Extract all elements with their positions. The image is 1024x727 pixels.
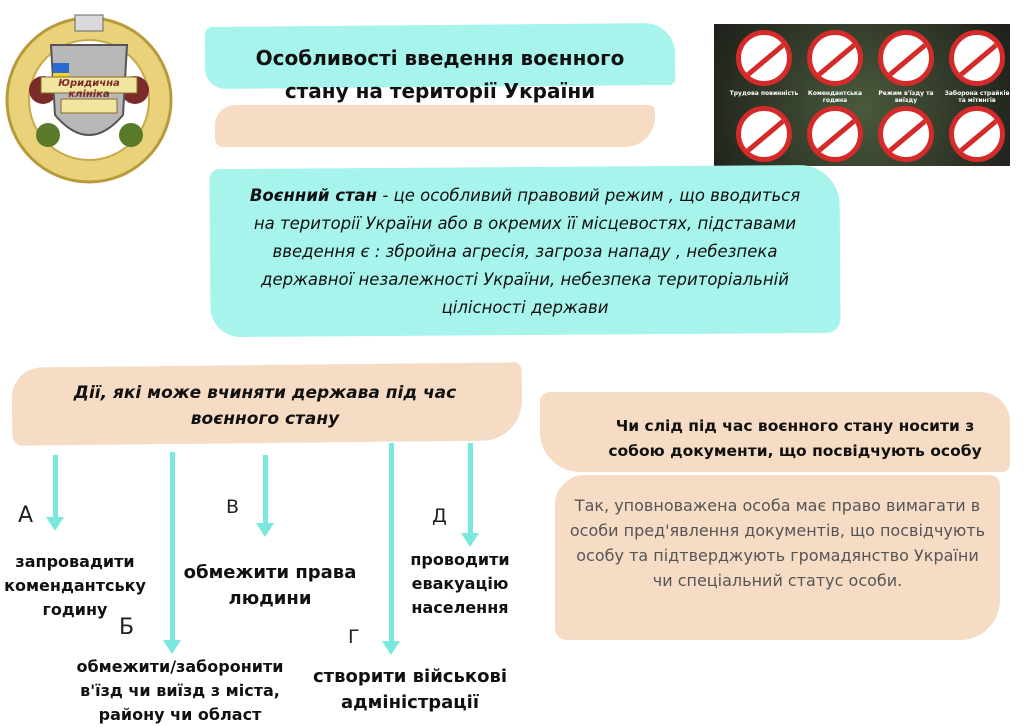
arrow-a [46,455,64,531]
sign-label: Трудова повинність [729,90,799,97]
letter-g: Г [348,626,360,648]
actions-heading: Дії, які може вчиняти держава під час во… [73,383,457,429]
letter-v: В [226,496,240,518]
action-item-a: запровадити комендантську годину [4,552,146,619]
letter-d: Д [432,505,447,527]
phone-icon [807,106,863,162]
action-item-g: створити військові адміністрації [312,666,508,713]
parliament-icon [949,106,1005,162]
sign-label: Комендантська година [807,90,863,104]
question: Чи слід під час воєнного стану носити з … [608,417,982,460]
logo-text: Юридична клініка [58,78,120,100]
definition-term: Воєнний стан [249,186,378,205]
clock-icon [807,30,863,86]
letter-b: Б [119,615,135,640]
sign-label: Режим в'їзду та виїзду [878,90,934,104]
answer: Так, уповноважена особа має право вимага… [569,496,986,590]
martial-law-restrictions-image: Трудова повинність Комендантська година … [714,24,1010,166]
action-item-b: обмежити/заборонити в'їзд чи виїзд з міс… [76,657,284,724]
question-brush [540,392,1010,472]
tv-icon [736,106,792,162]
arrow-v [256,455,274,537]
arrow-b [163,452,181,654]
title-brush [204,22,685,147]
official-icon [878,106,934,162]
protest-icon [949,30,1005,86]
page-title: Особливості введення воєнного стану на т… [255,46,625,103]
letter-a: А [18,503,34,528]
law-clinic-logo: Юридична клініка [3,5,175,191]
arrow-g [382,443,400,655]
answer-brush [555,475,1000,640]
action-item-v: обмежити права людини [183,562,357,609]
sign-label: Заборона страйків та мітингів [944,90,1010,104]
labor-icon [736,30,792,86]
car-barrier-icon [878,30,934,86]
definition: Воєнний стан - це особливий правовий реж… [245,182,805,322]
action-item-d: проводити евакуацію населення [410,550,510,617]
definition-text: - це особливий правовий режим , що вводи… [253,186,801,317]
arrow-d [461,443,479,547]
